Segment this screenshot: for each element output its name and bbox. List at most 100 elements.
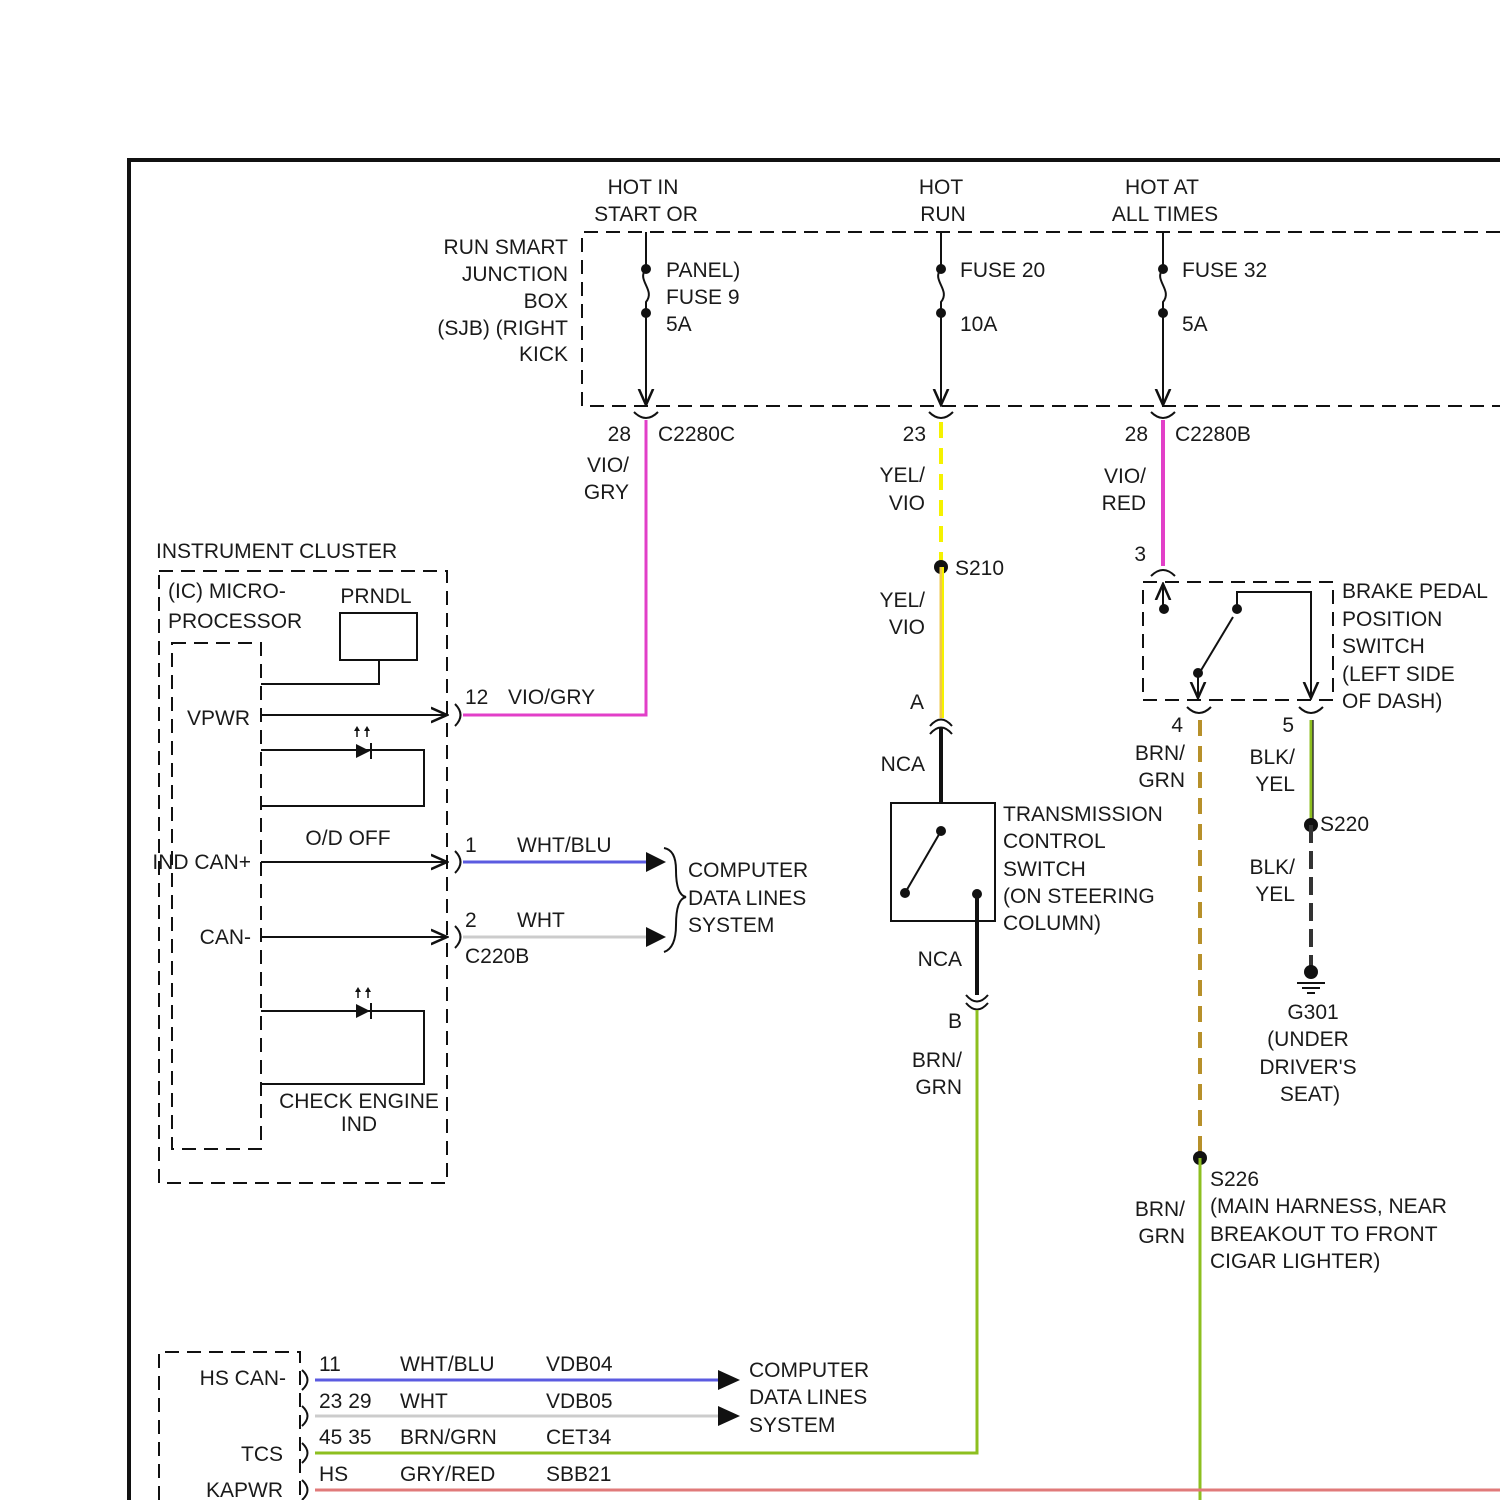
computer-data-lines-label-pcm: COMPUTER DATA LINES SYSTEM <box>749 1359 869 1437</box>
check-engine-indicator-icon <box>261 987 424 1084</box>
wire-blk-yel-g-label-1: BLK/ <box>1249 856 1295 879</box>
ic-check-engine-label-2: IND <box>341 1113 377 1136</box>
source-all-times-line1: HOT AT <box>1125 176 1199 199</box>
wire-brn-grn-s226-label-1: BRN/ <box>1135 1198 1185 1221</box>
pcm-kapwr-label: KAPWR <box>206 1479 283 1500</box>
pcm-row-3-pins: 45 35 <box>319 1426 372 1449</box>
wire-vio-gry-ic-label: VIO/GRY <box>508 686 595 709</box>
pcm-row-2: 23 29 WHT VDB05 <box>319 1390 613 1413</box>
tcs-box <box>891 803 995 921</box>
splice-s220-label: S220 <box>1320 813 1369 836</box>
cdl-pcm-line1: COMPUTER <box>749 1359 869 1382</box>
wire-brn-grn-tcs-label-1: BRN/ <box>912 1049 962 1072</box>
ic-pin-1: 1 <box>465 834 477 857</box>
ground-label-2: (UNDER <box>1267 1028 1349 1051</box>
fuse-9-label-3: 5A <box>666 313 692 336</box>
pcm-row-1-color: WHT/BLU <box>400 1353 495 1376</box>
bpps-label-2: POSITION <box>1342 608 1442 631</box>
ic-prndl-label: PRNDL <box>340 585 411 608</box>
fuse-20: FUSE 20 10A <box>929 232 1045 418</box>
wire-yel-vio-label-2a: YEL/ <box>879 589 925 612</box>
pcm-row-3-circuit: CET34 <box>546 1426 612 1449</box>
wire-blk-yel-5-label-1: BLK/ <box>1249 746 1295 769</box>
cdl-pcm-line3: SYSTEM <box>749 1414 835 1437</box>
bpps-pin-3: 3 <box>1134 543 1146 566</box>
s226-label-4: CIGAR LIGHTER) <box>1210 1250 1380 1273</box>
source-hot-in-start: HOT IN START OR <box>594 176 698 226</box>
pcm-row-1: 11 WHT/BLU VDB04 <box>319 1353 613 1376</box>
ic-vpwr-label: VPWR <box>187 707 250 730</box>
pcm-tcs-label: TCS <box>241 1443 283 1466</box>
source-run-line1: HOT <box>919 176 964 199</box>
c2280b-pin: 28 <box>1125 423 1148 446</box>
fuse-32-label-1: FUSE 32 <box>1182 259 1267 282</box>
bpps-label-4: (LEFT SIDE <box>1342 663 1455 686</box>
ground-label-4: SEAT) <box>1280 1083 1340 1106</box>
cdl-ic-line2: DATA LINES <box>688 887 806 910</box>
source-run-line2: RUN <box>920 203 966 226</box>
prndl-display <box>340 613 417 660</box>
wire-blk-yel-g-label-2: YEL <box>1255 883 1295 906</box>
source-hot-run: HOT RUN <box>919 176 966 226</box>
instrument-cluster-title: INSTRUMENT CLUSTER <box>156 540 397 563</box>
ground-symbol-icon <box>1297 965 1325 993</box>
wire-vio-gry-label-2: GRY <box>584 481 629 504</box>
ground-label-1: G301 <box>1287 1001 1338 1024</box>
ground-g301-label: G301 (UNDER DRIVER'S SEAT) <box>1259 1001 1356 1106</box>
sjb-label-line1: RUN SMART <box>444 236 569 259</box>
fuse-9-label-1: PANEL) <box>666 259 740 282</box>
c220b-label: C220B <box>465 945 529 968</box>
ic-pin-12: 12 <box>465 686 488 709</box>
fuse-32: FUSE 32 5A <box>1151 232 1267 418</box>
wire-yel-vio-label-2b: VIO <box>889 616 925 639</box>
pcm-row-2-circuit: VDB05 <box>546 1390 613 1413</box>
pcm-row-1-pins: 11 <box>319 1353 341 1376</box>
wire-brn-grn-tcs <box>315 1010 977 1453</box>
fuse-9: PANEL) FUSE 9 5A <box>634 232 740 418</box>
wire-nca-top-label: NCA <box>881 753 925 776</box>
bpps-label: BRAKE PEDAL POSITION SWITCH (LEFT SIDE O… <box>1342 580 1488 713</box>
pcm-row-2-pins: 23 29 <box>319 1390 372 1413</box>
wire-vio-gry-label-1: VIO/ <box>587 454 629 477</box>
cdl-pcm-line2: DATA LINES <box>749 1386 867 1409</box>
wire-brn-grn-4-label-1: BRN/ <box>1135 742 1185 765</box>
splice-s226-label: S226 (MAIN HARNESS, NEAR BREAKOUT TO FRO… <box>1210 1168 1447 1273</box>
wire-blk-yel-5-label-2: YEL <box>1255 773 1295 796</box>
c2280c-pin: 28 <box>608 423 631 446</box>
sjb-label-line4: (SJB) (RIGHT <box>437 317 568 340</box>
c2280b-label: C2280B <box>1175 423 1251 446</box>
cdl-ic-line3: SYSTEM <box>688 914 774 937</box>
tcs-label-4: (ON STEERING <box>1003 885 1155 908</box>
s226-label-2: (MAIN HARNESS, NEAR <box>1210 1195 1447 1218</box>
wire-wht-ic-label: WHT <box>517 909 565 932</box>
fuse-20-label-2: 10A <box>960 313 997 336</box>
sjb-label-line3: BOX <box>524 290 568 313</box>
wire-brn-grn-tcs-label-2: GRN <box>915 1076 962 1099</box>
ic-can-minus-label: CAN- <box>200 926 251 949</box>
s226-label-3: BREAKOUT TO FRONT <box>1210 1223 1438 1246</box>
sjb-label: RUN SMART JUNCTION BOX (SJB) (RIGHT KICK <box>437 236 568 366</box>
tcs-pin-b: B <box>948 1010 962 1033</box>
bpps-label-3: SWITCH <box>1342 635 1425 658</box>
ic-pin-2: 2 <box>465 909 477 932</box>
fuse-32-label-2: 5A <box>1182 313 1208 336</box>
pcm-row-4-pins: HS <box>319 1463 348 1486</box>
tcs-pin-a: A <box>910 691 924 714</box>
computer-data-lines-label-ic: COMPUTER DATA LINES SYSTEM <box>688 859 808 937</box>
source-start-line1: HOT IN <box>608 176 679 199</box>
wire-brn-grn-s226-label-2: GRN <box>1138 1225 1185 1248</box>
ic-check-engine-label-1: CHECK ENGINE <box>279 1090 439 1113</box>
sjb-label-line5: KICK <box>519 343 568 366</box>
wire-yel-vio-label-1b: VIO <box>889 492 925 515</box>
pcm-row-2-color: WHT <box>400 1390 448 1413</box>
ground-label-3: DRIVER'S <box>1259 1056 1356 1079</box>
source-all-times-line2: ALL TIMES <box>1112 203 1218 226</box>
s226-label-1: S226 <box>1210 1168 1259 1191</box>
wire-wht-blu-ic-label: WHT/BLU <box>517 834 612 857</box>
tcs-label-5: COLUMN) <box>1003 912 1101 935</box>
source-hot-at-all-times: HOT AT ALL TIMES <box>1112 176 1218 226</box>
c2280c-label: C2280C <box>658 423 735 446</box>
cdl-ic-line1: COMPUTER <box>688 859 808 882</box>
pcm-row-4-circuit: SBB21 <box>546 1463 611 1486</box>
sjb-label-line2: JUNCTION <box>462 263 568 286</box>
